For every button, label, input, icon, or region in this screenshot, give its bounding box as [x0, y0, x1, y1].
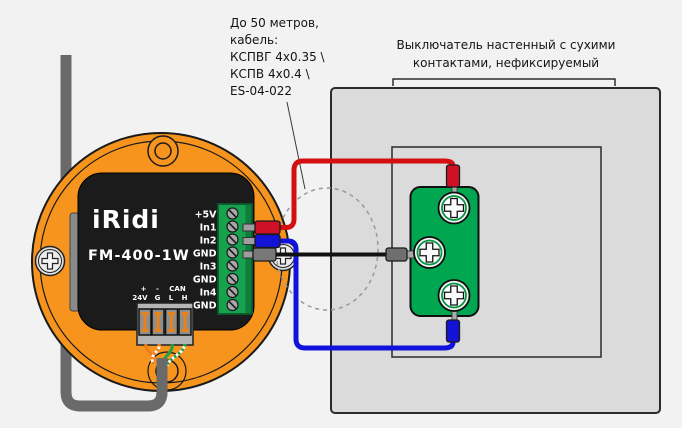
left-screw-icon [34, 245, 66, 277]
terminal-label: In1 [200, 223, 217, 234]
terminal-label: In2 [200, 236, 217, 247]
terminal-label: In3 [200, 262, 217, 273]
can-label: L [169, 294, 174, 302]
cable-note-line: ES-04-022 [230, 84, 292, 98]
switch-screw-middle-icon [413, 236, 446, 269]
wall-switch [385, 164, 480, 343]
can-label: H [182, 294, 188, 302]
terminal-label: GND [193, 301, 217, 312]
ferrule-pin [242, 237, 257, 245]
blue-ferrule-switch [445, 319, 461, 343]
terminal-label: GND [193, 249, 217, 260]
terminal-label: In4 [200, 288, 217, 299]
cable-slack-coil [275, 187, 379, 311]
cable-note: До 50 метров, кабель: КСПВГ 4x0.35 \ КСП… [230, 16, 326, 190]
red-ferrule-switch [445, 164, 461, 188]
red-ferrule [254, 220, 281, 235]
blue-ferrule [254, 233, 281, 249]
can-label: G [155, 294, 161, 302]
cable-note-line: КСПВГ 4x0.35 \ [230, 50, 326, 64]
terminal-labels: +5V In1 In2 GND In3 GND In4 GND [193, 210, 217, 312]
wire-blue-in2 [280, 238, 456, 351]
cable-note-line: КСПВ 4x0.4 \ [230, 67, 311, 81]
terminal-label: +5V [195, 210, 218, 221]
terminal-label: GND [193, 275, 217, 286]
model-label: FM-400-1W [88, 248, 190, 264]
wire-white-orange-stripe [150, 343, 161, 365]
device-ferrules [242, 220, 281, 262]
switch-note-bracket [392, 78, 616, 86]
gray-ferrule-switch [385, 247, 408, 262]
gray-ferrule [252, 247, 277, 262]
device-top-hole [147, 135, 179, 167]
can-label: + [141, 285, 147, 293]
can-label: CAN [169, 285, 186, 293]
wire-white-green-stripe [165, 343, 187, 367]
wire-red-in1 [280, 158, 456, 230]
can-connector: + - CAN 24V G L H [132, 285, 194, 346]
can-label: - [156, 285, 159, 293]
cable-note-pointer-line [286, 101, 306, 190]
can-pins [138, 308, 192, 336]
switch-note: Выключатель настенный с сухими контактам… [392, 38, 616, 86]
switch-note-line: Выключатель настенный с сухими [397, 38, 616, 52]
switch-note-line: контактами, нефиксируемый [413, 56, 599, 70]
can-label: 24V [132, 294, 148, 302]
conduit-cable-exit [78, 358, 168, 412]
switch-screw-bottom-icon [437, 279, 471, 312]
brand-logo: iRidi [92, 205, 160, 234]
cable-note-line: До 50 метров, [230, 16, 319, 30]
cable-note-line: кабель: [230, 33, 278, 47]
terminal-block [217, 203, 253, 315]
terminal-screws [226, 207, 239, 312]
switch-screw-top-icon [437, 191, 471, 225]
wall-plate [330, 87, 661, 414]
connection-wires [276, 158, 456, 351]
fm-400-device: iRidi FM-400-1W +5V In1 In2 GND In3 GND … [31, 132, 299, 392]
ferrule-pin [242, 223, 257, 232]
twisted-pair-wires [144, 343, 187, 367]
